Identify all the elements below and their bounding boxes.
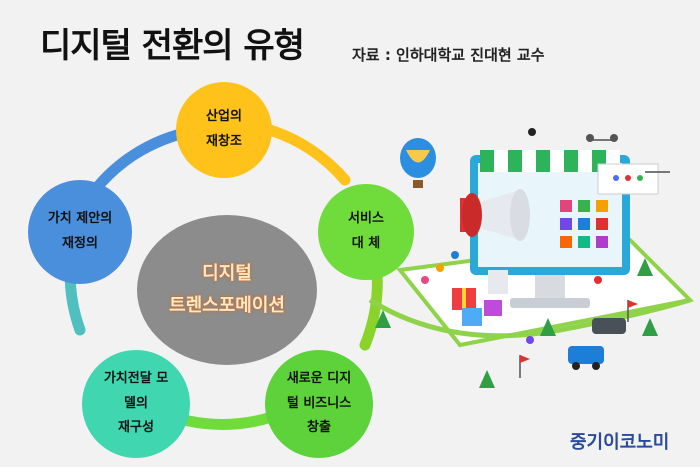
center-ellipse: 디지털 트렌스포메이션 xyxy=(137,215,317,365)
node-label-line: 산업의 xyxy=(206,109,242,125)
node-label-line: 재구성 xyxy=(118,420,154,436)
center-label-line2: 트렌스포메이션 xyxy=(169,295,285,316)
node-label-line: 새로운 디지 xyxy=(286,370,352,386)
node-value-delivery-model: 가치전달 모 델의 재구성 xyxy=(82,350,190,458)
node-industry-recreation: 산업의 재창조 xyxy=(176,82,272,178)
node-label-line: 가치 제안의 xyxy=(47,211,113,227)
node-service-substitution: 서비스 대 체 xyxy=(318,184,414,280)
node-label-line: 재창조 xyxy=(206,134,242,149)
marketing-illustration xyxy=(368,128,695,388)
center-label-line1: 디지털 xyxy=(202,262,252,284)
node-new-digital-business: 새로운 디지 털 비즈니스 창출 xyxy=(265,350,373,458)
node-label-line: 델의 xyxy=(124,395,148,411)
page-title: 디지털 전환의 유형 xyxy=(40,26,305,66)
node-label-line: 재정의 xyxy=(62,236,98,251)
node-value-proposition: 가치 제안의 재정의 xyxy=(28,180,132,284)
node-label-line: 가치전달 모 xyxy=(103,370,169,386)
ring-arc-top-right xyxy=(264,124,351,186)
node-label-line: 대 체 xyxy=(351,236,381,251)
node-label-line: 창출 xyxy=(307,420,331,436)
node-label-line: 털 비즈니스 xyxy=(286,395,352,411)
source-caption: 자료 : 인하대학교 진대현 교수 xyxy=(352,46,545,64)
brand-logo-text: 중기이코노미 xyxy=(570,432,670,453)
node-label-line: 서비스 xyxy=(348,211,384,227)
